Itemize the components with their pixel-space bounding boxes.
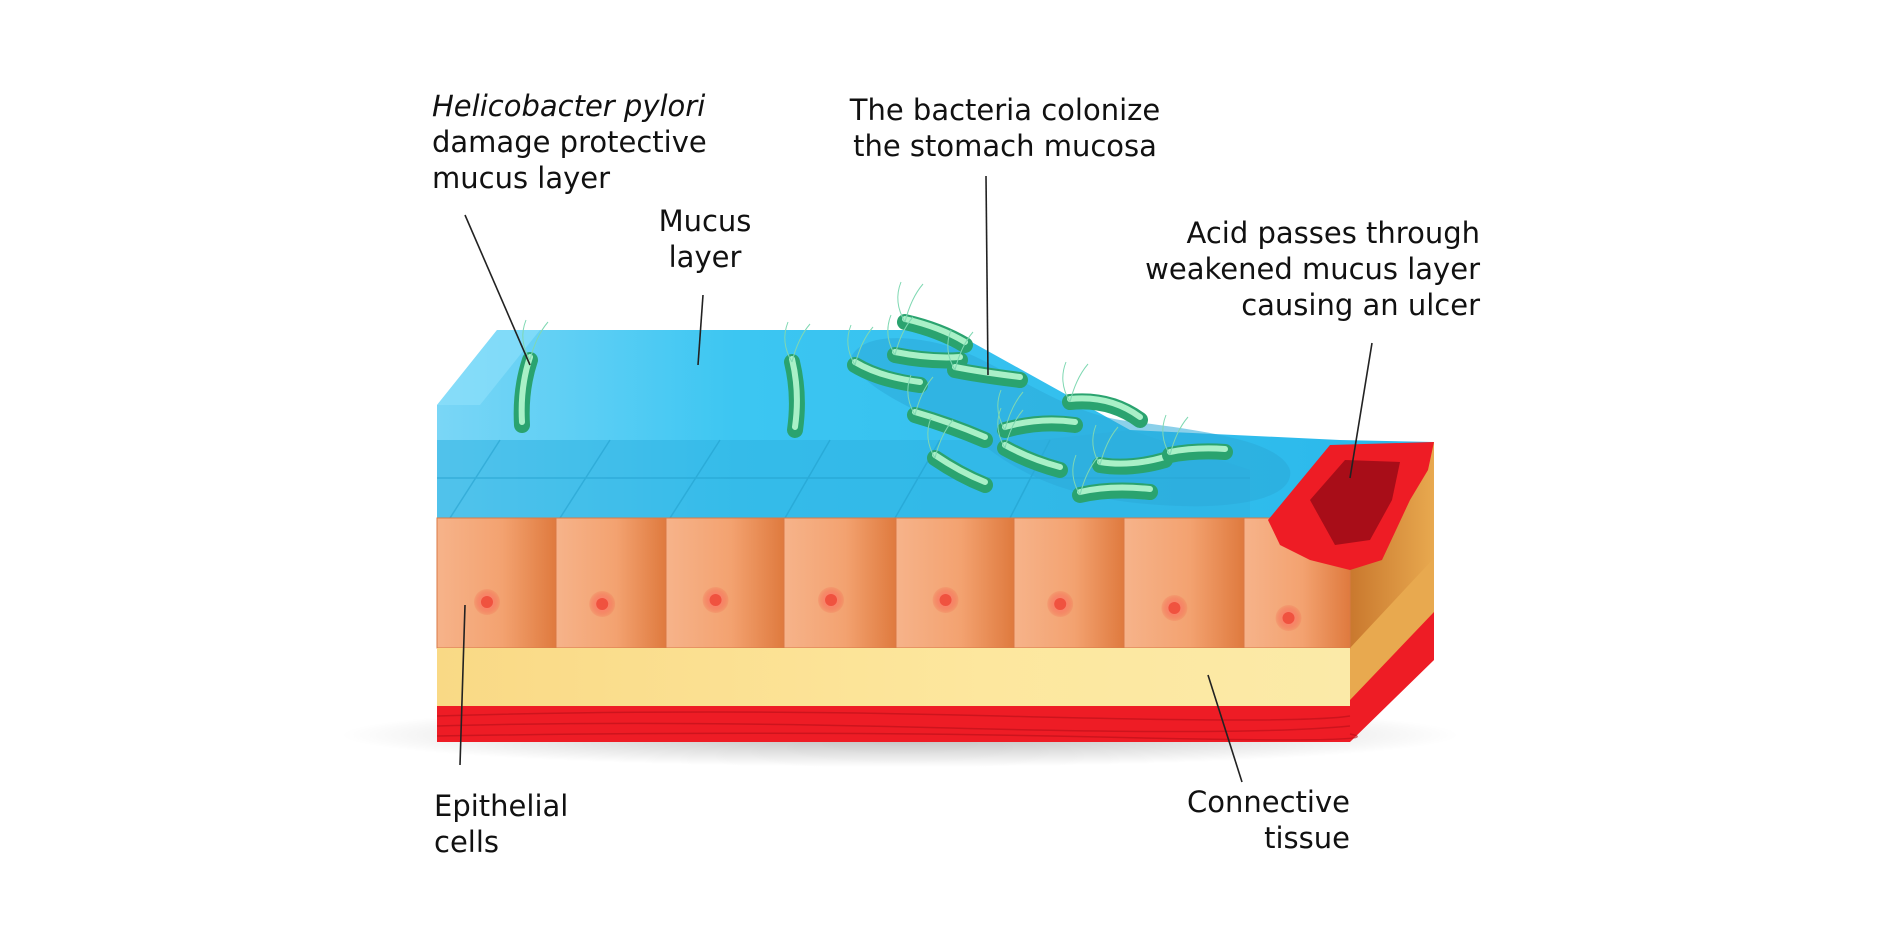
leader-connective [1207,674,1243,783]
bacterium-flagella [887,314,914,356]
bacterium-highlight [1067,395,1143,420]
side-muscle [1350,612,1434,742]
bacterium-highlight [1002,442,1063,470]
epithelial-cell [895,517,1015,649]
label-acid-line2: weakened mucus layer [1145,252,1480,286]
bacterium-highlight [852,359,923,385]
bacterium-highlight [902,316,968,345]
leader-acid [1349,342,1373,479]
bacterium-flagella [522,319,549,361]
label-epithelial: Epithelial cells [434,788,568,860]
epithelial-cell-row [436,517,1351,649]
mucus-highlight [437,330,540,405]
label-hpylori-line2: damage protective [432,125,707,159]
label-colonize-line1: The bacteria colonize [849,93,1161,127]
bacterium-flagella [784,321,811,363]
mucus-layer-front [437,405,1250,518]
epithelial-cell [555,517,667,649]
epithelial-cell [783,517,897,649]
muscle-fibers [436,711,1358,741]
label-mucus-line1: Mucus [658,204,752,238]
cell-nucleus-core [825,594,838,606]
cell-nucleus-core [1054,598,1067,610]
bacterium-flagella [927,417,954,459]
leader-hpylori [464,214,531,366]
bacterium-flagella [1062,361,1089,403]
label-mucus: Mucus layer [640,203,770,275]
cell-nucleus-core [1168,602,1181,614]
label-acid: Acid passes through weakened mucus layer… [1110,215,1480,323]
bacterium-flagella [1092,424,1119,466]
leader-mucus [697,294,704,366]
bacterium-highlight [952,364,1023,380]
leader-colonize [985,175,989,376]
label-connective-line2: tissue [1264,821,1350,855]
label-mucus-line2: layer [668,240,742,274]
ulcer-core [1310,460,1400,545]
label-colonize: The bacteria colonize the stomach mucosa [840,92,1170,164]
label-hpylori: Helicobacter pylori damage protective mu… [432,88,707,196]
bacterium-flagella [947,329,974,371]
cell-nucleus-core [596,598,609,610]
epithelial-cell [665,517,785,649]
label-epithelial-line1: Epithelial [434,789,569,823]
bacterium-flagella [1072,454,1099,496]
cell-nucleus-core [709,594,722,606]
bacteria-group [513,281,1233,503]
leader-epithelial [459,604,466,766]
cell-nucleus-core [939,594,952,606]
cell-nucleus-core [480,596,493,608]
bacterium-highlight [1077,484,1153,495]
label-connective: Connective tissue [1150,784,1350,856]
bacterium-flagella [997,407,1024,449]
label-hpylori-species: Helicobacter pylori [432,89,706,123]
label-acid-line3: causing an ulcer [1241,288,1480,322]
label-acid-line1: Acid passes through [1186,216,1480,250]
bacterium-flagella [907,374,934,416]
label-epithelial-line2: cells [434,825,500,859]
label-colonize-line2: the stomach mucosa [853,129,1157,163]
epithelial-cell [436,517,557,649]
bacterium-highlight [1097,454,1168,467]
bacterium-flagella [847,324,874,366]
bacterium-highlight [1002,417,1078,430]
bacterium-flagella [897,281,924,323]
bacterium-flagella [1162,414,1189,456]
label-connective-line1: Connective [1187,785,1350,819]
bacterium-highlight [892,349,963,361]
bacterium-highlight [932,452,988,485]
cell-nucleus-core [1282,612,1295,624]
bacterium-highlight [1167,445,1228,455]
connective-tissue-layer [437,648,1350,706]
leader-lines [459,175,1373,783]
epithelial-cell [1123,517,1245,649]
label-hpylori-line3: mucus layer [432,161,611,195]
bacterium-highlight [789,356,800,430]
bacterium-flagella [997,389,1024,431]
epithelial-cell [1013,517,1125,649]
